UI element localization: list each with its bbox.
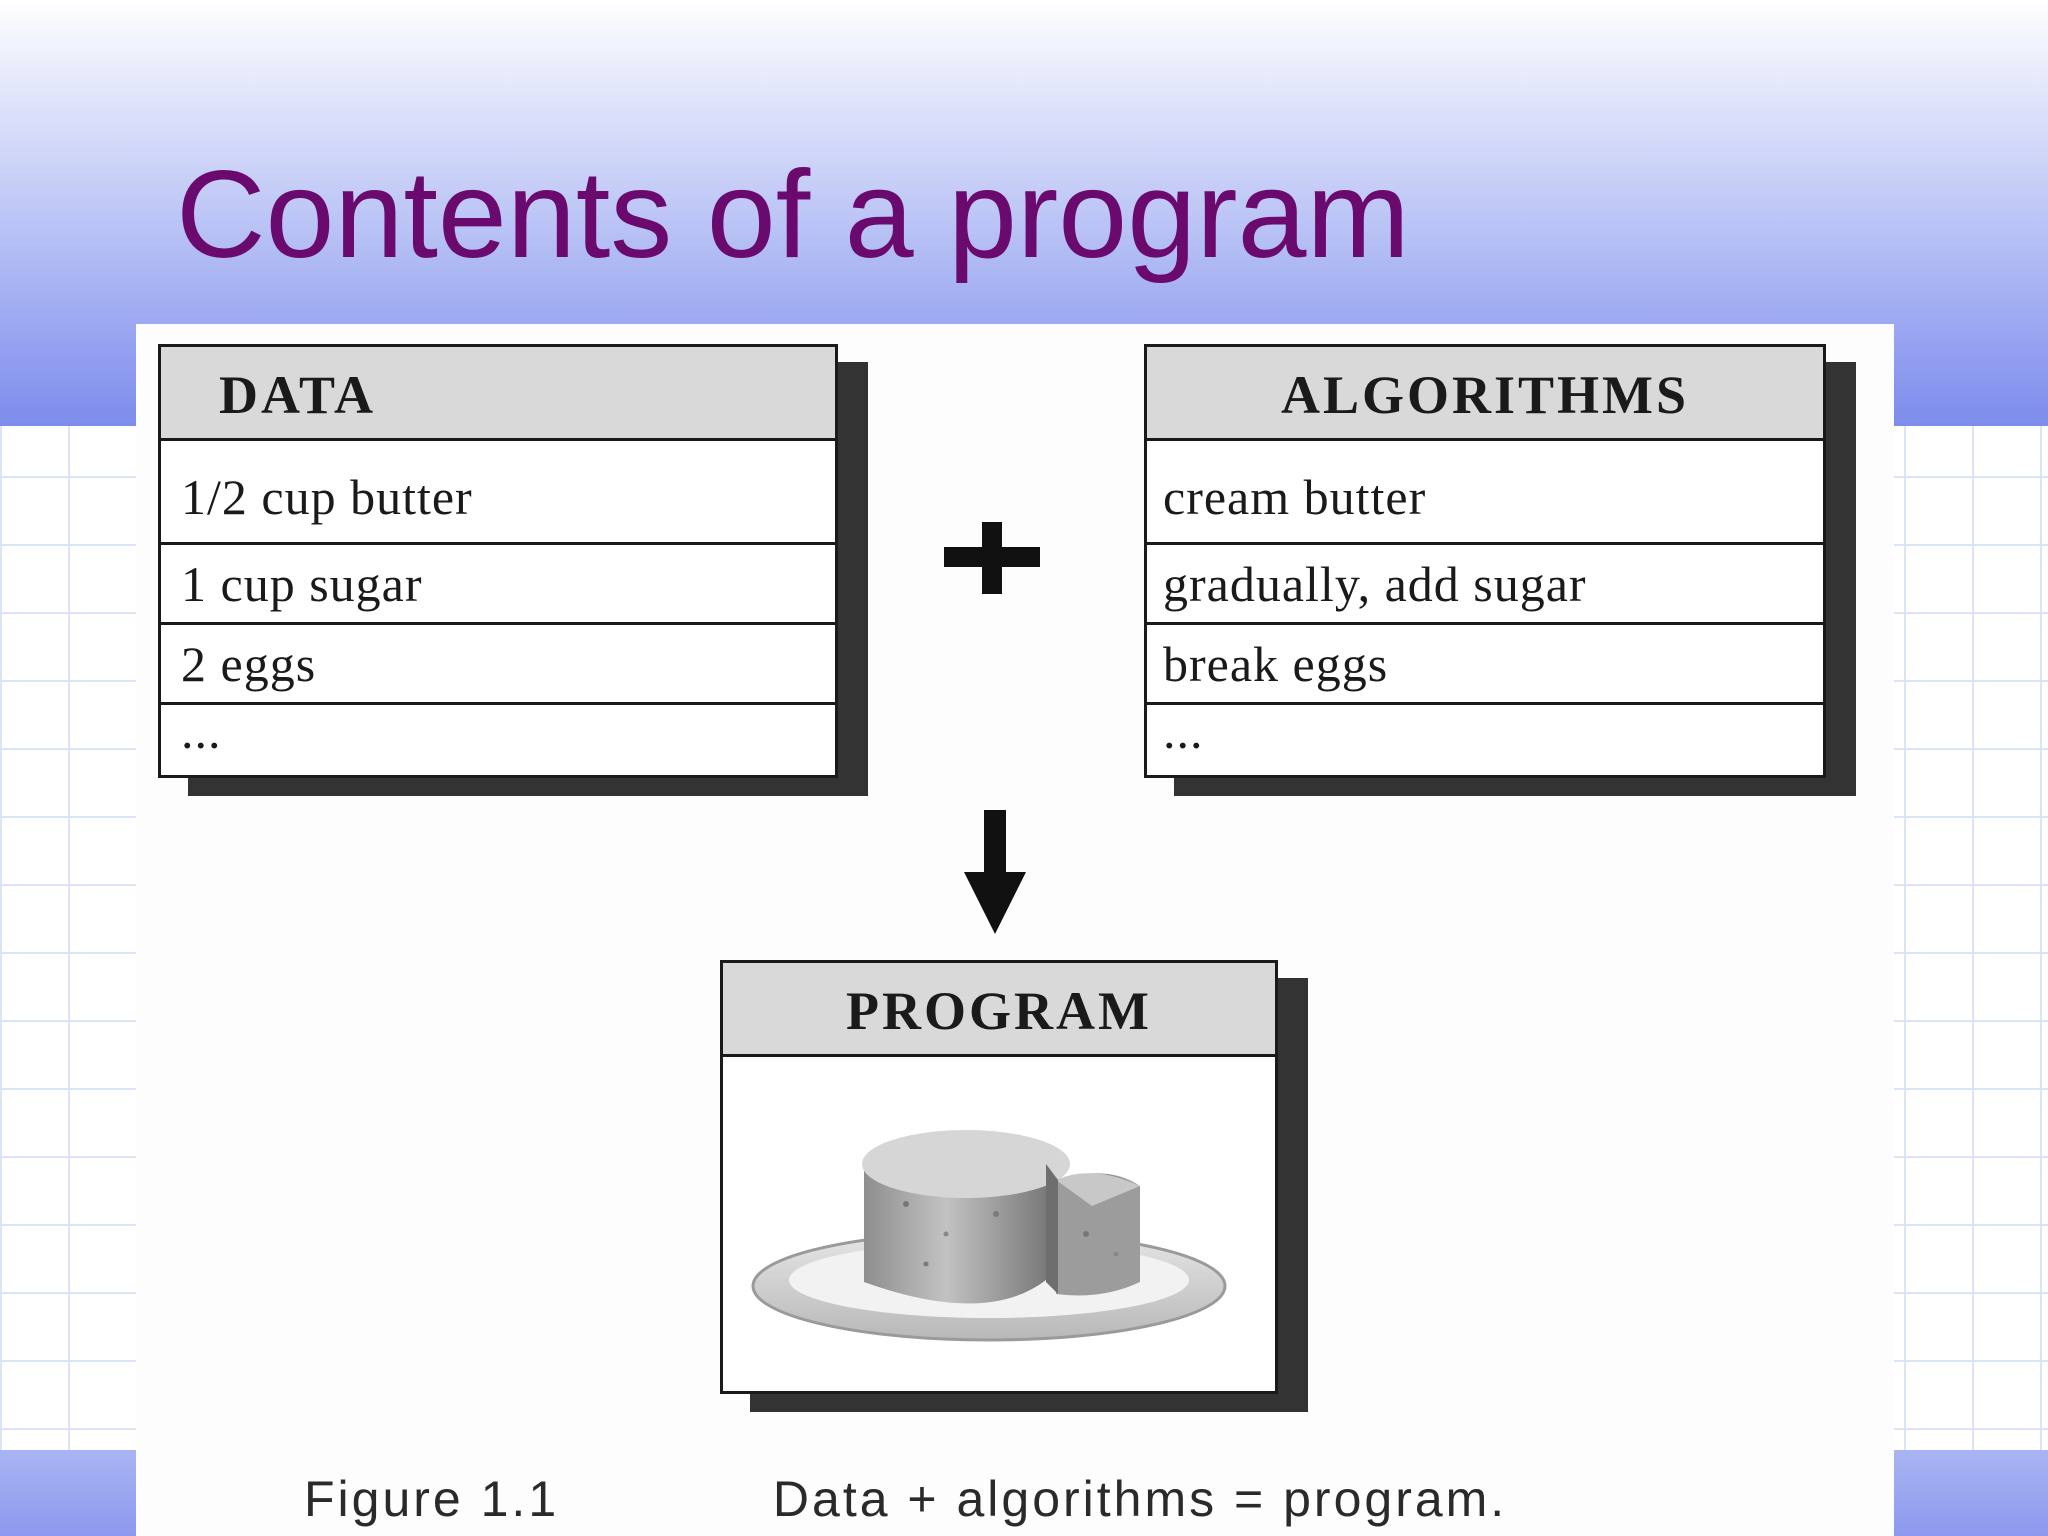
program-box-header: PROGRAM [723, 963, 1275, 1057]
algorithms-row: break eggs [1147, 625, 1823, 705]
algorithms-row: gradually, add sugar [1147, 545, 1823, 625]
figure-number: Figure 1.1 [304, 1471, 560, 1527]
algorithms-box-header: ALGORITHMS [1147, 347, 1823, 441]
data-box: DATA 1/2 cup butter 1 cup sugar 2 eggs .… [158, 344, 838, 778]
figure-caption: Figure 1.1 Data + algorithms = program. [304, 1470, 1507, 1528]
algorithms-box: ALGORITHMS cream butter gradually, add s… [1144, 344, 1826, 778]
down-arrow-icon [964, 810, 1026, 934]
figure-caption-text: Data + algorithms = program. [772, 1471, 1508, 1527]
slide-title: Contents of a program [176, 146, 1410, 284]
data-box-header: DATA [161, 347, 835, 441]
plus-icon [944, 522, 1040, 594]
data-row: 2 eggs [161, 625, 835, 705]
data-row: ... [181, 703, 222, 759]
data-row: 1 cup sugar [161, 545, 835, 625]
algorithms-row: cream butter [1147, 441, 1823, 545]
algorithms-row: ... [1163, 703, 1204, 759]
cake-icon [751, 1130, 1227, 1342]
data-row: 1/2 cup butter [161, 441, 835, 545]
